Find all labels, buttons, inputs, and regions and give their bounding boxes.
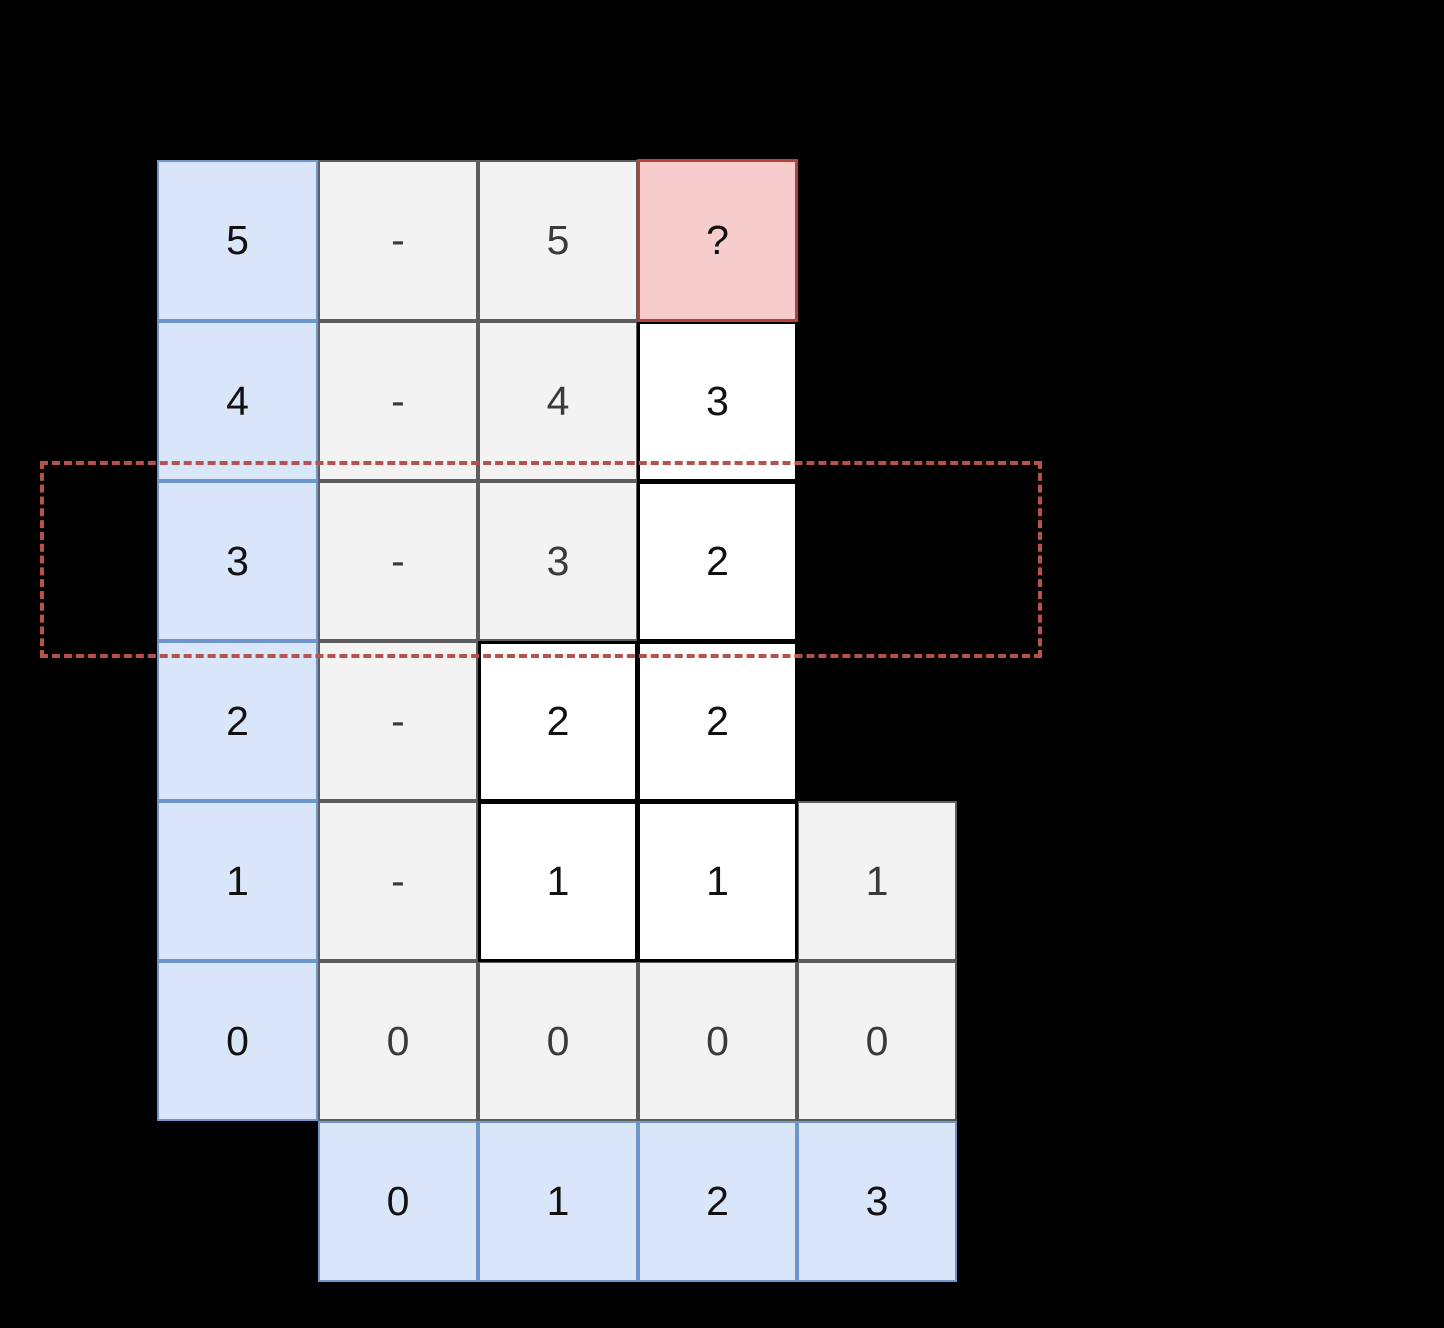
cell-r3-c0: 3 bbox=[478, 481, 638, 641]
cell-r3-c1: 2 bbox=[637, 481, 798, 642]
cell-r4-c1: 3 bbox=[637, 321, 798, 482]
col-header-1: 1 bbox=[478, 1121, 638, 1282]
cell-r2-c0: 2 bbox=[478, 641, 638, 802]
row-header-5: 5 bbox=[157, 160, 318, 321]
cell-r1-c0: 1 bbox=[478, 801, 638, 962]
row-header-3: 3 bbox=[157, 481, 318, 641]
row-header-0: 0 bbox=[157, 961, 318, 1121]
cell-r0-c1: 0 bbox=[638, 961, 797, 1121]
cell-r5-cdash: - bbox=[318, 160, 478, 321]
cell-r5-c1-target: ? bbox=[637, 159, 798, 322]
cell-r0-c0: 0 bbox=[478, 961, 638, 1121]
row-header-4: 4 bbox=[157, 321, 318, 481]
cell-r5-c0: 5 bbox=[478, 160, 638, 321]
cell-r2-cdash: - bbox=[318, 641, 478, 801]
cell-r0-c2: 0 bbox=[797, 961, 957, 1121]
cell-r3-cdash: - bbox=[318, 481, 478, 641]
cell-r1-c1: 1 bbox=[637, 801, 798, 962]
cell-r2-c1: 2 bbox=[637, 641, 798, 802]
cell-r0-cdash: 0 bbox=[318, 961, 478, 1121]
col-header-0: 0 bbox=[318, 1121, 478, 1282]
row-header-1: 1 bbox=[157, 801, 318, 961]
cell-r1-cdash: - bbox=[318, 801, 478, 961]
cell-r4-c0: 4 bbox=[478, 321, 638, 481]
row-header-2: 2 bbox=[157, 641, 318, 801]
col-header-2: 2 bbox=[638, 1121, 797, 1282]
cell-r4-cdash: - bbox=[318, 321, 478, 481]
cell-r1-c2: 1 bbox=[797, 801, 957, 961]
col-header-3: 3 bbox=[797, 1121, 957, 1282]
